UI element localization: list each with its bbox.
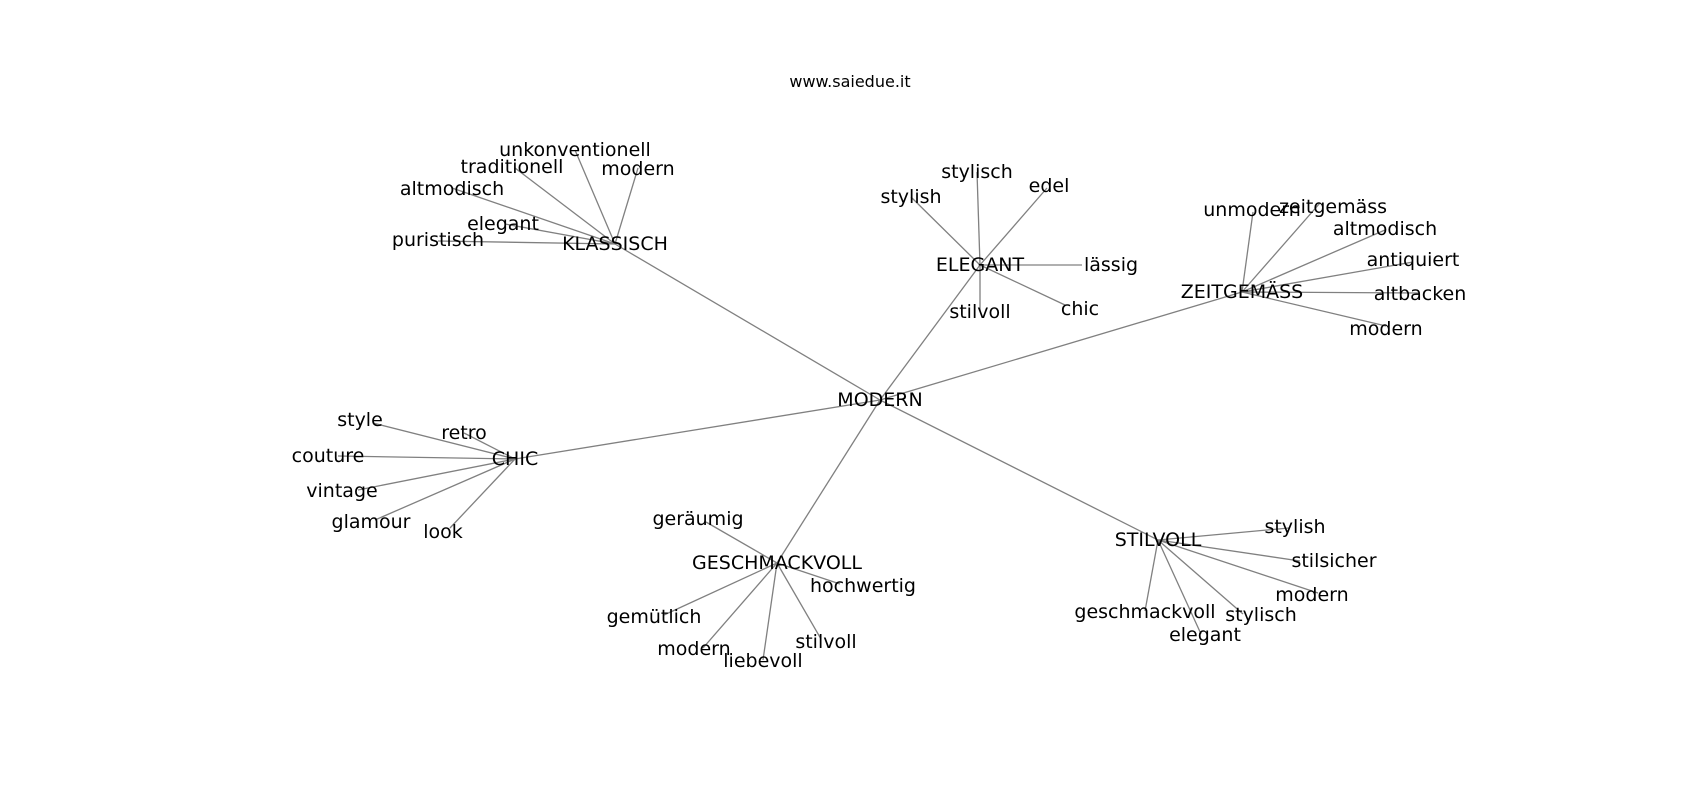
node-leaf-klassisch-unkonventionell: unkonventionell: [499, 139, 651, 161]
edge-zeitgemass-altbacken: [1241, 291, 1420, 294]
node-leaf-elegant-lassig: lässig: [1084, 254, 1138, 276]
edge-stilvoll-stilsicher: [1157, 539, 1301, 562]
node-hub-elegant: ELEGANT: [936, 254, 1025, 276]
label-layer: MODERN KLASSISCH unkonventionelltraditione…: [292, 139, 1467, 672]
edge-chic-glamour: [374, 458, 516, 521]
edge-klassisch-modern: [614, 167, 639, 245]
node-leaf-elegant-edel: edel: [1029, 175, 1070, 197]
edge-chic-retro: [463, 432, 516, 460]
edge-stilvoll-stylish: [1157, 527, 1290, 541]
edge-stilvoll-geschmackvoll: [1144, 539, 1159, 612]
edge-geschmackvoll-modern: [702, 562, 778, 649]
node-leaf-geschmackvoll-gemutlich: gemütlich: [607, 606, 702, 628]
node-hub-chic: CHIC: [492, 448, 538, 470]
node-leaf-zeitgemass-antiquiert: antiquiert: [1367, 249, 1460, 271]
node-leaf-klassisch-traditionell: traditionell: [461, 156, 564, 178]
edge-geschmackvoll-gemutlich: [663, 562, 778, 616]
node-leaf-chic-couture: couture: [292, 445, 365, 467]
edge-zeitgemass-unmodern: [1241, 211, 1254, 293]
node-leaf-stilvoll-stilsicher: stilsicher: [1291, 550, 1376, 572]
node-hub-klassisch: KLASSISCH: [562, 233, 668, 255]
node-leaf-klassisch-altmodisch: altmodisch: [400, 178, 504, 200]
node-hub-stilvoll: STILVOLL: [1115, 529, 1202, 551]
node-leaf-zeitgemass-altbacken: altbacken: [1374, 283, 1467, 305]
node-leaf-zeitgemass-zeitgemass: zeitgemäss: [1279, 196, 1387, 218]
edge-geschmackvoll-stilvoll: [776, 562, 822, 640]
edge-root-elegant: [879, 264, 981, 401]
edge-klassisch-elegant: [504, 223, 616, 245]
node-leaf-klassisch-modern: modern: [601, 158, 674, 180]
edge-chic-vintage: [357, 458, 516, 491]
edge-klassisch-traditionell: [514, 167, 616, 245]
node-hub-geschmackvoll: GESCHMACKVOLL: [692, 552, 862, 574]
node-leaf-zeitgemass-unmodern: unmodern: [1203, 199, 1301, 221]
node-leaf-elegant-chic: chic: [1061, 298, 1099, 320]
edge-root-klassisch: [614, 243, 881, 401]
edge-zeitgemass-altmodisch: [1241, 229, 1386, 293]
source-caption: www.saiedue.it: [789, 72, 911, 91]
edge-zeitgemass-modern: [1241, 291, 1387, 327]
node-root-modern: MODERN: [837, 389, 922, 411]
node-leaf-chic-style: style: [337, 409, 383, 431]
node-leaf-klassisch-puristisch: puristisch: [392, 229, 484, 251]
edge-elegant-stylisch: [976, 171, 981, 266]
node-leaf-geschmackvoll-stilvoll: stilvoll: [795, 631, 856, 653]
edge-zeitgemass-antiquiert: [1241, 261, 1414, 293]
edge-elegant-stylish: [910, 196, 981, 266]
node-leaf-geschmackvoll-hochwertig: hochwertig: [810, 575, 916, 597]
edge-chic-style: [372, 422, 516, 460]
node-leaf-chic-look: look: [423, 521, 463, 543]
edge-geschmackvoll-liebevoll: [762, 562, 778, 661]
edge-stilvoll-stylisch: [1157, 539, 1244, 615]
edge-root-zeitgemass: [879, 291, 1243, 401]
edge-klassisch-altmodisch: [451, 187, 616, 245]
edge-klassisch-puristisch: [437, 240, 616, 245]
edge-root-stilvoll: [879, 399, 1159, 541]
edge-layer: [337, 149, 1420, 661]
node-leaf-stilvoll-stylish: stylish: [1264, 516, 1325, 538]
node-leaf-zeitgemass-altmodisch: altmodisch: [1333, 218, 1437, 240]
edge-stilvoll-elegant: [1157, 539, 1202, 635]
node-leaf-geschmackvoll-geraumig: geräumig: [652, 508, 743, 530]
edge-stilvoll-modern: [1157, 539, 1319, 594]
node-leaf-zeitgemass-modern: modern: [1349, 318, 1422, 340]
edge-chic-look: [449, 458, 516, 529]
edge-root-chic: [514, 399, 881, 460]
node-leaf-chic-retro: retro: [441, 422, 487, 444]
edge-root-geschmackvoll: [776, 399, 881, 564]
edge-zeitgemass-zeitgemass: [1241, 202, 1321, 293]
node-leaf-elegant-stylisch: stylisch: [941, 161, 1013, 183]
node-leaf-geschmackvoll-modern: modern: [657, 638, 730, 660]
node-leaf-klassisch-elegant: elegant: [467, 213, 539, 235]
node-leaf-stilvoll-modern: modern: [1275, 584, 1348, 606]
node-leaf-elegant-stylish: stylish: [880, 186, 941, 208]
node-hub-zeitgemass: ZEITGEMÄSS: [1181, 280, 1303, 303]
node-leaf-elegant-stilvoll: stilvoll: [949, 301, 1010, 323]
edge-geschmackvoll-hochwertig: [776, 562, 841, 585]
edge-elegant-edel: [979, 187, 1048, 266]
edge-elegant-chic: [979, 264, 1066, 306]
node-leaf-stilvoll-geschmackvoll: geschmackvoll: [1074, 601, 1215, 623]
edge-chic-couture: [337, 455, 516, 460]
node-leaf-stilvoll-stylisch: stylisch: [1225, 604, 1297, 626]
node-leaf-stilvoll-elegant: elegant: [1169, 624, 1241, 646]
node-leaf-chic-glamour: glamour: [332, 511, 411, 533]
edge-klassisch-unkonventionell: [574, 149, 616, 245]
edge-geschmackvoll-geraumig: [705, 521, 778, 564]
node-leaf-geschmackvoll-liebevoll: liebevoll: [723, 650, 802, 672]
node-leaf-chic-vintage: vintage: [306, 480, 377, 502]
